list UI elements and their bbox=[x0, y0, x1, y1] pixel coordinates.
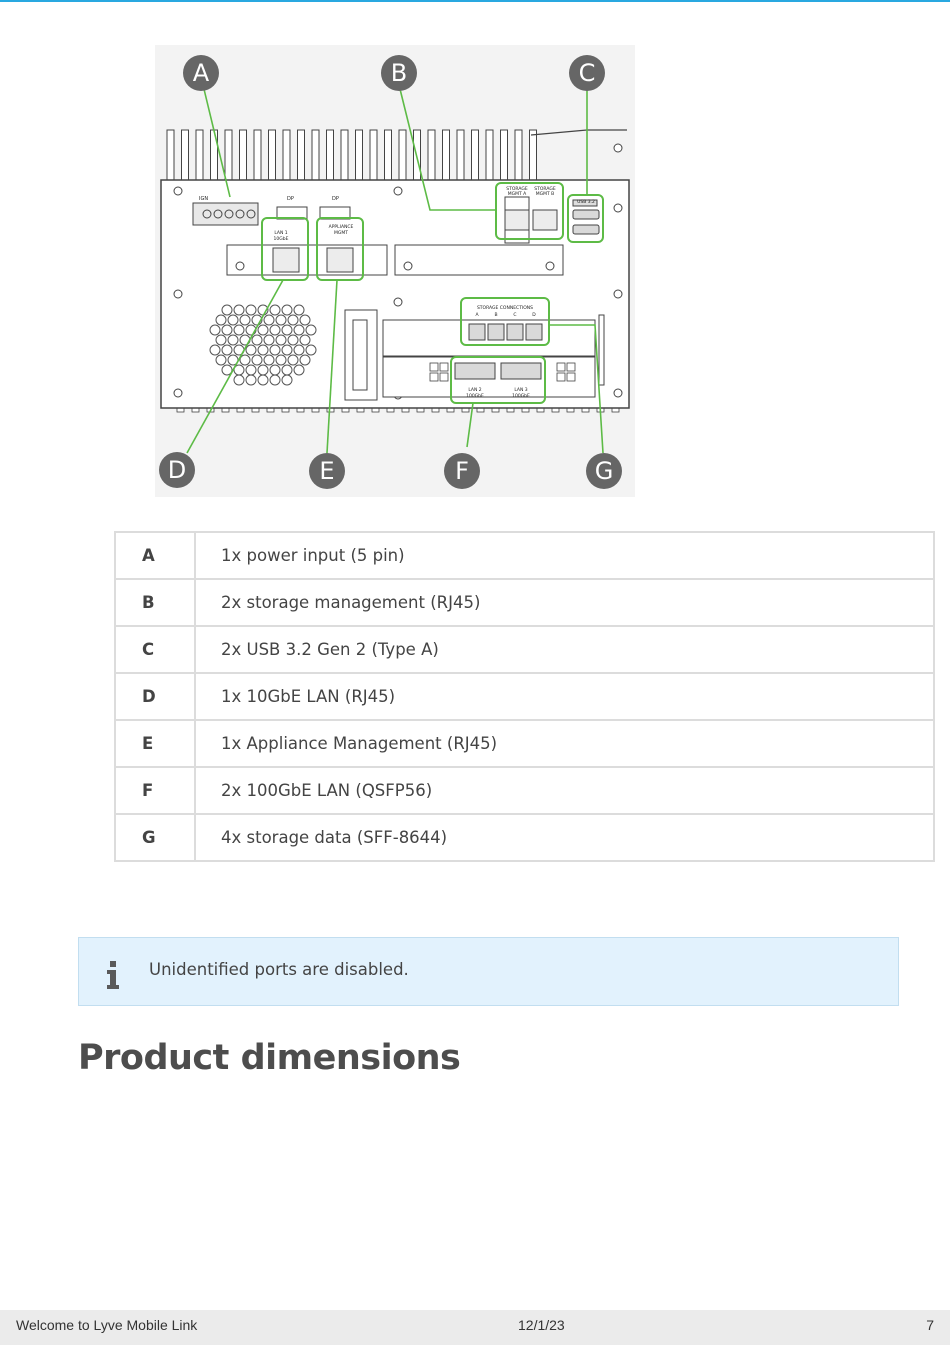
port-key: C bbox=[114, 625, 196, 674]
port-description: 1x power input (5 pin) bbox=[194, 531, 935, 580]
footer-date: 12/1/23 bbox=[518, 1317, 565, 1333]
lan2-label-1: LAN 2 bbox=[468, 387, 481, 393]
lan2-label-2: 100GbE bbox=[466, 393, 484, 399]
storage-conn-letter-b: B bbox=[494, 312, 497, 318]
appliance-mgmt-label-1: APPLIANCE bbox=[329, 224, 354, 230]
callout-e: E bbox=[319, 457, 334, 485]
callout-c: C bbox=[579, 59, 596, 87]
page-footer: Welcome to Lyve Mobile Link 12/1/23 7 bbox=[0, 1310, 950, 1345]
callout-b: B bbox=[391, 59, 407, 87]
port-key: B bbox=[114, 578, 196, 627]
usb-label: USB 3.2 bbox=[577, 199, 595, 205]
port-description: 4x storage data (SFF-8644) bbox=[194, 813, 935, 862]
vent-holes bbox=[209, 304, 317, 386]
port-key: A bbox=[114, 531, 196, 580]
lan1-label-2: 10GbE bbox=[274, 236, 289, 242]
rear-panel-diagram: IGN DP DP bbox=[155, 45, 635, 497]
callout-g: G bbox=[595, 457, 614, 485]
port-key: F bbox=[114, 766, 196, 815]
top-rule bbox=[0, 0, 950, 2]
footer-title: Welcome to Lyve Mobile Link bbox=[16, 1317, 198, 1333]
storage-conn-letter-a: A bbox=[475, 312, 479, 318]
port-description: 1x 10GbE LAN (RJ45) bbox=[194, 672, 935, 721]
section-title: Product dimensions bbox=[78, 1038, 461, 1078]
dp-label-1: DP bbox=[287, 196, 294, 202]
callout-f: F bbox=[455, 457, 469, 485]
callout-a: A bbox=[193, 59, 210, 87]
port-description: 2x 100GbE LAN (QSFP56) bbox=[194, 766, 935, 815]
note-text: Unidentified ports are disabled. bbox=[149, 960, 409, 979]
ign-label: IGN bbox=[199, 196, 208, 202]
storage-mgmt-b-label-2: MGMT B bbox=[536, 191, 555, 197]
port-description: 1x Appliance Management (RJ45) bbox=[194, 719, 935, 768]
dp-label-2: DP bbox=[332, 196, 339, 202]
storage-connections-label: STORAGE CONNECTIONS bbox=[477, 305, 533, 311]
port-description: 2x storage management (RJ45) bbox=[194, 578, 935, 627]
storage-mgmt-a-label-2: MGMT A bbox=[508, 191, 527, 197]
callout-d: D bbox=[168, 456, 186, 484]
lan3-label-2: 100GbE bbox=[512, 393, 530, 399]
appliance-mgmt-label-2: MGMT bbox=[334, 230, 348, 236]
lan3-label-1: LAN 3 bbox=[514, 387, 527, 393]
port-description: 2x USB 3.2 Gen 2 (Type A) bbox=[194, 625, 935, 674]
storage-conn-letter-c: C bbox=[513, 312, 516, 318]
info-icon bbox=[107, 961, 119, 989]
storage-mgmt-a-label-1: STORAGE bbox=[506, 186, 528, 192]
storage-mgmt-b-label-1: STORAGE bbox=[534, 186, 556, 192]
port-key: G bbox=[114, 813, 196, 862]
info-note: Unidentified ports are disabled. bbox=[78, 937, 899, 1006]
storage-conn-letter-d: D bbox=[532, 312, 536, 318]
lan1-label-1: LAN 1 bbox=[274, 230, 287, 236]
footer-page-number: 7 bbox=[926, 1317, 934, 1333]
port-key: E bbox=[114, 719, 196, 768]
port-key: D bbox=[114, 672, 196, 721]
callout-badges: A B C D E F G bbox=[159, 55, 622, 489]
